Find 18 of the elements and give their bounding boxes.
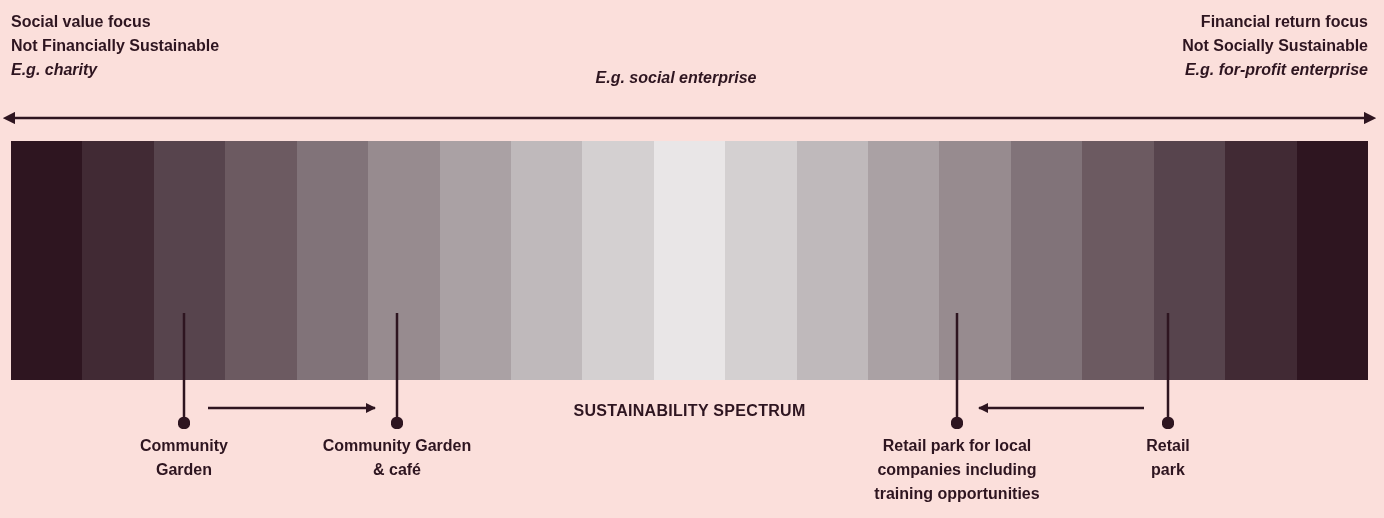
heading-text: Financial return focus bbox=[1200, 12, 1368, 32]
leader-line bbox=[177, 313, 191, 430]
heading-text: E.g. for-profit enterprise bbox=[1184, 60, 1368, 80]
leader-line bbox=[390, 313, 404, 430]
heading-text: Not Socially Sustainable bbox=[1182, 36, 1368, 56]
leader-line bbox=[950, 313, 964, 430]
heading-text: Not Financially Sustainable bbox=[11, 36, 220, 56]
example-label: Retail park for local companies including training opportunities bbox=[873, 436, 1041, 504]
arrow bbox=[208, 403, 376, 413]
example-label: Community Garden bbox=[139, 436, 229, 480]
heading-text: E.g. social enterprise bbox=[595, 68, 757, 88]
example-label: Community Garden & café bbox=[322, 436, 472, 480]
heading-text: Social value focus bbox=[11, 12, 151, 32]
arrow bbox=[978, 403, 1144, 413]
heading-text: E.g. charity bbox=[11, 60, 98, 80]
example-label: Retail park bbox=[1145, 436, 1191, 480]
spectrum-caption: SUSTAINABILITY SPECTRUM bbox=[573, 401, 806, 421]
leader-line bbox=[1161, 313, 1175, 430]
